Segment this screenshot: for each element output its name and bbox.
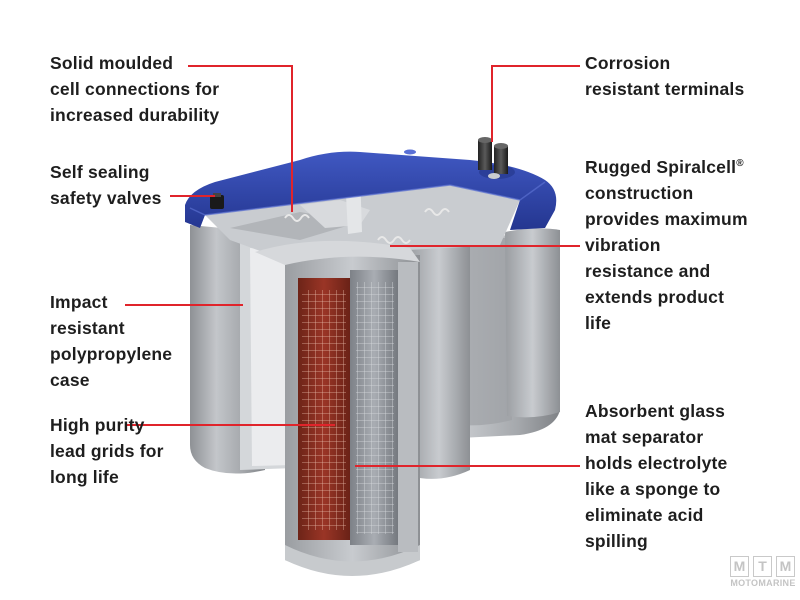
- watermark-letter: M: [776, 556, 795, 577]
- label-lead-grids: High purity lead grids for long life: [50, 412, 164, 490]
- label-spiralcell: Rugged Spiralcell® construction provides…: [585, 154, 748, 336]
- label-case: Impact resistant polypropylene case: [50, 289, 172, 393]
- label-separator: Absorbent glass mat separator holds elec…: [585, 398, 727, 554]
- terminals: [478, 137, 515, 179]
- watermark-letter: T: [753, 556, 772, 577]
- spiralcell-cutaway: [285, 255, 420, 576]
- watermark-logo: M T M MOTOMARINE: [730, 556, 796, 596]
- label-terminals: Corrosion resistant terminals: [585, 50, 744, 102]
- watermark-text: MOTOMARINE: [730, 578, 796, 588]
- label-safety-valves: Self sealing safety valves: [50, 159, 162, 211]
- leader-terminals: [492, 66, 580, 142]
- watermark-letter: M: [730, 556, 749, 577]
- label-cell-connections: Solid moulded cell connections for incre…: [50, 50, 219, 128]
